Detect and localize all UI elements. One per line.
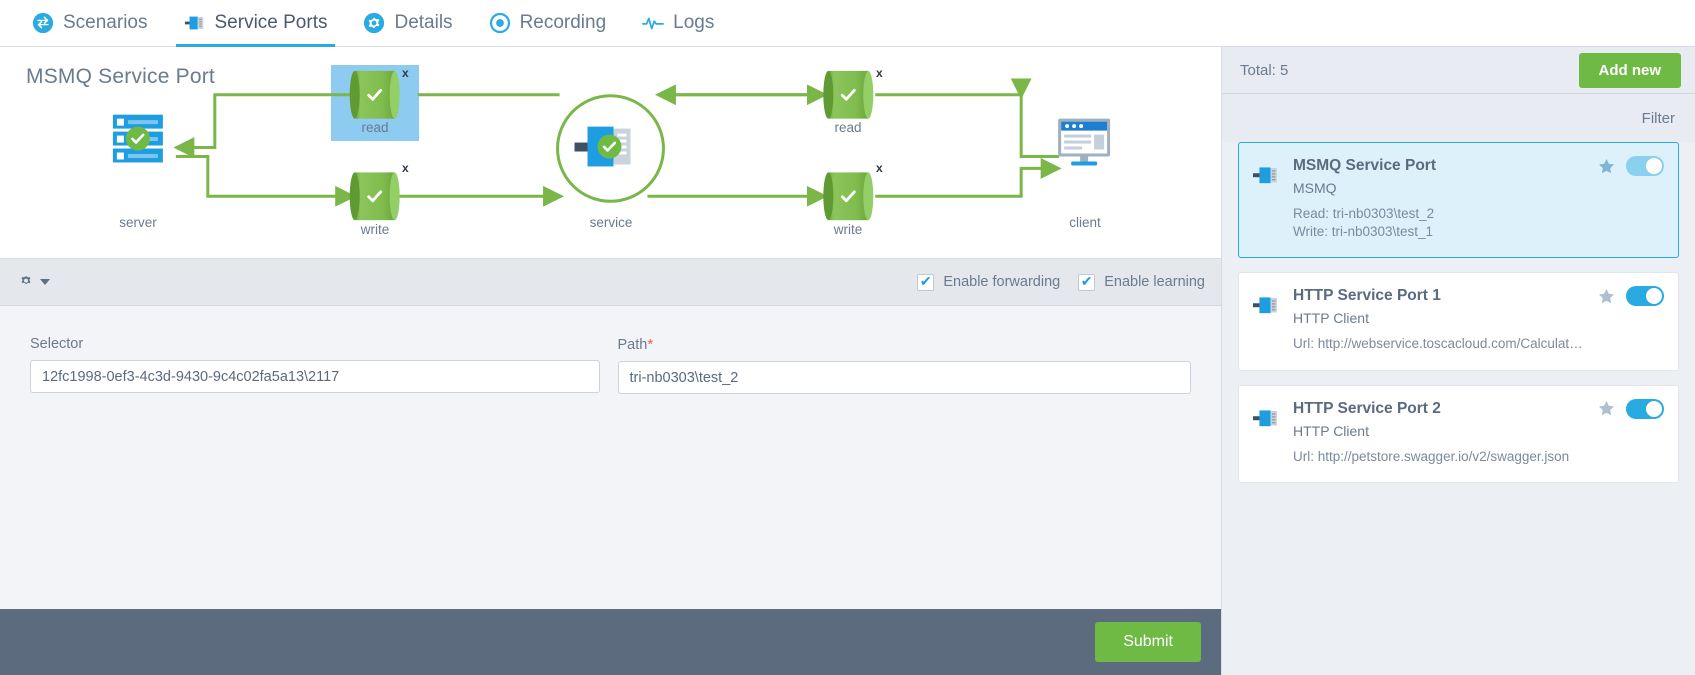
footer-bar: Submit	[0, 609, 1221, 675]
field-path: Path* tri-nb0303\test_2	[617, 336, 1191, 394]
field-selector: Selector 12fc1998-0ef3-4c3d-9430-9c4c02f…	[30, 336, 600, 393]
path-value: tri-nb0303\test_2	[629, 369, 739, 386]
settings-menu-button[interactable]	[16, 272, 50, 292]
tab-scenarios[interactable]: Scenarios	[14, 0, 166, 47]
star-icon[interactable]	[1597, 287, 1616, 306]
selector-input[interactable]: 12fc1998-0ef3-4c3d-9430-9c4c02fa5a13\211…	[30, 360, 600, 393]
submit-button[interactable]: Submit	[1095, 622, 1201, 662]
tab-label: Details	[394, 12, 453, 33]
gear-icon	[364, 12, 385, 34]
list-item-title: HTTP Service Port 1	[1293, 287, 1441, 305]
tab-label: Scenarios	[63, 12, 148, 33]
node-label-service: service	[589, 215, 633, 230]
gear-icon	[21, 276, 31, 285]
list-item-title: HTTP Service Port 2	[1293, 399, 1441, 417]
service-port-icon	[184, 16, 203, 30]
enable-toggle[interactable]	[1626, 156, 1664, 176]
service-port-list: MSMQ Service Port MSMQ Read: tri-nb0303\…	[1222, 142, 1695, 675]
tab-details[interactable]: Details	[345, 0, 470, 47]
checkbox-label: Enable learning	[1104, 274, 1205, 290]
list-item-detail-url: Url: http://petstore.swagger.io/v2/swagg…	[1293, 448, 1570, 464]
service-port-icon	[1253, 287, 1281, 353]
node-label-write-right: write	[833, 222, 863, 237]
service-port-list-panel: Total: 5 Add new Filter	[1222, 47, 1695, 675]
options-toolbar: Enable forwarding Enable learning	[0, 259, 1221, 306]
filter-label: Filter	[1641, 109, 1675, 127]
list-item-subtitle: MSMQ	[1293, 180, 1337, 196]
node-label-client: client	[1069, 215, 1101, 230]
total-count-label: Total: 5	[1240, 61, 1289, 79]
list-item-controls	[1597, 398, 1664, 419]
pulse-line-icon	[642, 17, 665, 30]
list-item[interactable]: MSMQ Service Port MSMQ Read: tri-nb0303\…	[1238, 142, 1679, 259]
list-item-title: MSMQ Service Port	[1293, 157, 1436, 174]
required-asterisk: *	[647, 336, 654, 353]
left-pane: MSMQ Service Port	[0, 47, 1222, 675]
panel-header: Total: 5 Add new	[1222, 47, 1695, 94]
star-icon[interactable]	[1597, 399, 1616, 418]
tab-logs[interactable]: Logs	[624, 0, 732, 47]
checkbox-enable-learning[interactable]: Enable learning	[1078, 273, 1205, 291]
topology-diagram: MSMQ Service Port	[0, 47, 1221, 259]
selector-label: Selector	[30, 336, 84, 352]
remove-node-write-right[interactable]: x	[876, 161, 883, 175]
list-item-body: MSMQ Service Port MSMQ Read: tri-nb0303\…	[1293, 157, 1664, 241]
tab-recording[interactable]: Recording	[471, 0, 625, 47]
add-new-button[interactable]: Add new	[1578, 52, 1681, 88]
body-row: MSMQ Service Port	[0, 47, 1695, 675]
list-item-detail-read: Read: tri-nb0303\test_2	[1293, 206, 1435, 221]
tab-bar: Scenarios Service Ports Details	[0, 0, 1695, 47]
record-dot-icon	[489, 12, 510, 34]
selector-value: 12fc1998-0ef3-4c3d-9430-9c4c02fa5a13\211…	[42, 368, 340, 385]
remove-node-read-left[interactable]: x	[402, 66, 409, 80]
list-item-subtitle: HTTP Client	[1293, 310, 1369, 327]
tab-service-ports[interactable]: Service Ports	[166, 0, 346, 47]
checkbox-enable-forwarding[interactable]: Enable forwarding	[917, 273, 1061, 291]
path-label: Path*	[618, 336, 1191, 353]
chevron-down-icon	[40, 279, 50, 285]
form-area: Selector 12fc1998-0ef3-4c3d-9430-9c4c02f…	[0, 306, 1221, 609]
list-item-controls	[1597, 156, 1664, 176]
tab-label: Recording	[519, 12, 607, 33]
filter-button[interactable]: Filter	[1222, 94, 1695, 142]
checkbox-box[interactable]	[1078, 273, 1096, 291]
list-item-controls	[1597, 286, 1664, 307]
list-item-detail-write: Write: tri-nb0303\test_1	[1293, 224, 1434, 240]
list-item-subtitle: HTTP Client	[1293, 422, 1369, 439]
checkbox-label: Enable forwarding	[943, 274, 1061, 290]
list-item[interactable]: HTTP Service Port 2 HTTP Client Url: htt…	[1238, 384, 1679, 483]
list-item-body: HTTP Service Port 1 HTTP Client Url: htt…	[1293, 287, 1664, 353]
node-label-read-right: read	[834, 120, 862, 135]
service-port-icon	[1253, 157, 1281, 241]
enable-toggle[interactable]	[1626, 398, 1664, 419]
page-title: MSMQ Service Port	[26, 65, 215, 88]
node-label-read-left: read	[361, 120, 389, 135]
tab-label: Service Ports	[214, 12, 328, 33]
star-icon[interactable]	[1597, 157, 1616, 176]
list-item[interactable]: HTTP Service Port 1 HTTP Client Url: htt…	[1238, 272, 1679, 371]
path-label-text: Path	[617, 337, 648, 353]
node-label-write-left: write	[360, 222, 390, 237]
option-checkbox-group: Enable forwarding Enable learning	[917, 273, 1205, 291]
enable-toggle[interactable]	[1626, 286, 1664, 307]
path-input[interactable]: tri-nb0303\test_2	[617, 361, 1191, 394]
list-item-body: HTTP Service Port 2 HTTP Client Url: htt…	[1293, 400, 1664, 466]
checkbox-box[interactable]	[917, 273, 935, 291]
list-item-detail-url: Url: http://webservice.toscacloud.com/Ca…	[1293, 336, 1583, 352]
sync-arrows-icon	[32, 12, 54, 34]
node-label-server: server	[119, 215, 157, 230]
diagram-canvas	[112, 70, 1111, 221]
remove-node-read-right[interactable]: x	[876, 66, 883, 80]
tab-label: Logs	[673, 12, 715, 33]
remove-node-write-left[interactable]: x	[402, 161, 409, 175]
service-port-icon	[1253, 400, 1281, 466]
